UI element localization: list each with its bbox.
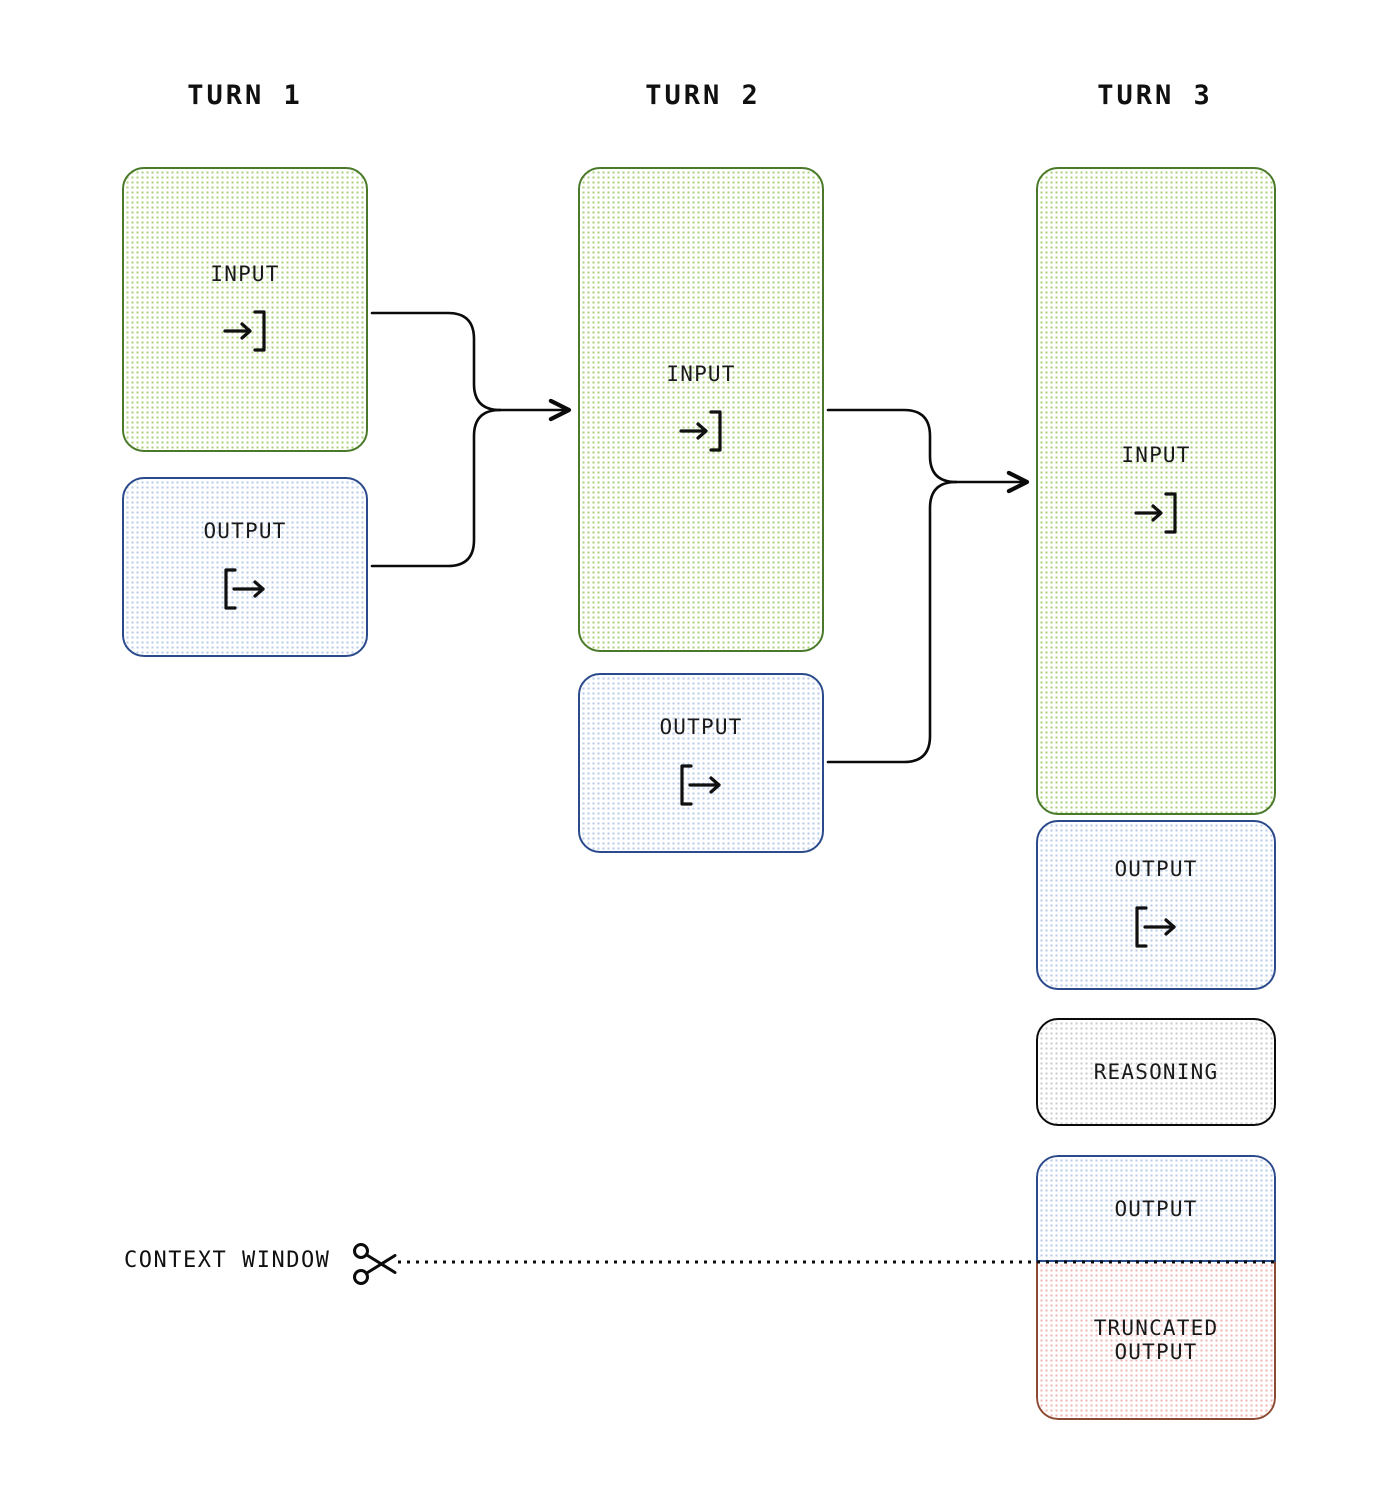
turn-2-header: TURN 2 xyxy=(645,80,761,111)
turn-3-reasoning-content: REASONING xyxy=(1094,1059,1219,1085)
input-arrow-into-bracket-icon xyxy=(219,301,271,358)
turn-1-output-block[interactable]: OUTPUT xyxy=(122,477,368,657)
turn-3-output-bottom-label: OUTPUT xyxy=(1114,1196,1198,1221)
turn-2-output-content: OUTPUT xyxy=(659,714,742,811)
connector-turn1-to-turn2 xyxy=(370,311,572,568)
turn-2-input-label: INPUT xyxy=(666,361,736,386)
turn-3-truncated-output-label: TRUNCATED OUTPUT xyxy=(1093,1316,1219,1364)
input-arrow-into-bracket-icon xyxy=(675,401,727,458)
turn-3-header: TURN 3 xyxy=(1097,80,1213,111)
turn-3-reasoning-label: REASONING xyxy=(1093,1059,1219,1084)
turn-2-input-block[interactable]: INPUT xyxy=(578,167,824,652)
output-arrow-out-of-bracket-icon xyxy=(1130,897,1182,954)
turn-3-output-content: OUTPUT xyxy=(1114,856,1197,953)
context-window-label: CONTEXT WINDOW xyxy=(124,1248,331,1273)
turn-1-input-label: INPUT xyxy=(210,261,280,286)
output-arrow-out-of-bracket-icon xyxy=(219,559,271,616)
turn-1-output-content: OUTPUT xyxy=(203,518,286,615)
input-arrow-into-bracket-icon xyxy=(1130,483,1182,540)
output-arrow-out-of-bracket-icon xyxy=(675,755,727,812)
turn-1-output-label: OUTPUT xyxy=(203,519,287,544)
turn-3-input-label: INPUT xyxy=(1121,443,1191,468)
turn-3-output-block[interactable]: OUTPUT xyxy=(1036,820,1276,990)
turn-2-output-block[interactable]: OUTPUT xyxy=(578,673,824,853)
turn-3-output-truncated-split-block[interactable]: OUTPUT TRUNCATED OUTPUT xyxy=(1036,1155,1276,1420)
connector-turn2-to-turn3 xyxy=(826,408,1030,764)
turn-1-header: TURN 1 xyxy=(187,80,303,111)
turn-1-input-content: INPUT xyxy=(210,261,279,358)
turn-3-output-bottom-block[interactable]: OUTPUT xyxy=(1036,1155,1276,1262)
turn-1-input-block[interactable]: INPUT xyxy=(122,167,368,452)
turn-3-truncated-output-block[interactable]: TRUNCATED OUTPUT xyxy=(1036,1262,1276,1420)
scissors-icon xyxy=(352,1240,400,1295)
turn-2-input-content: INPUT xyxy=(666,361,735,458)
turn-3-output-label: OUTPUT xyxy=(1114,857,1198,882)
turn-3-input-content: INPUT xyxy=(1121,442,1190,539)
turn-2-output-label: OUTPUT xyxy=(659,715,743,740)
turn-3-reasoning-block[interactable]: REASONING xyxy=(1036,1018,1276,1126)
turn-3-input-block[interactable]: INPUT xyxy=(1036,167,1276,815)
